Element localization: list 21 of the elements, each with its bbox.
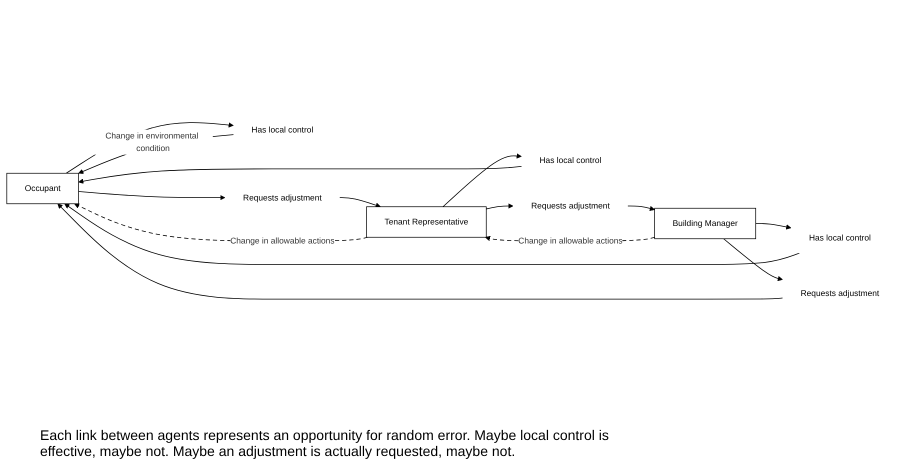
caption: Each link between agents represents an opportunity for random error. Maybe local control is effective, maybe not. Maybe an adjustment is actually requested, maybe not. xyxy=(39,426,610,461)
arrow xyxy=(339,197,381,208)
node-text: Requests adjustment xyxy=(800,288,880,298)
node-text: Requests adjustment xyxy=(243,192,322,202)
arrow xyxy=(486,203,514,210)
node-text: Has local control xyxy=(251,124,314,134)
node-text: Has local control xyxy=(808,232,871,242)
edge-label: Change in environmental condition xyxy=(105,130,198,153)
arrow xyxy=(78,191,226,200)
node-box: Building Manager xyxy=(654,208,756,239)
node-box: Occupant xyxy=(6,172,79,204)
arrow xyxy=(755,223,792,230)
edge-label: Change in allowable actions xyxy=(230,236,335,246)
arrow xyxy=(723,238,783,281)
arrow xyxy=(442,153,522,208)
arrow xyxy=(627,206,655,211)
node-box: Tenant Representative xyxy=(366,206,487,238)
arrow xyxy=(78,166,522,184)
node-text: Requests adjustment xyxy=(531,200,610,210)
edge-label: Change in allowable actions xyxy=(518,236,623,246)
node-text: Has local control xyxy=(539,155,602,165)
